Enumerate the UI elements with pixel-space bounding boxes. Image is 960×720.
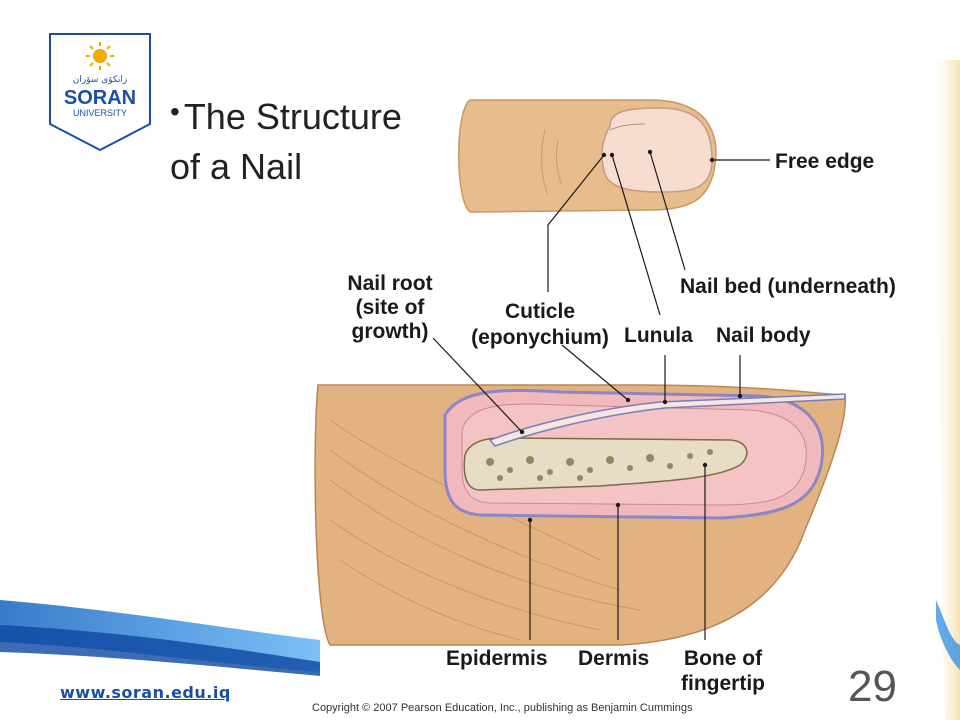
label-bone-2: fingertip: [681, 672, 765, 695]
finger-cross-section: [314, 384, 847, 646]
bullet-icon: •: [170, 96, 180, 127]
label-epidermis: Epidermis: [446, 647, 548, 670]
label-nail-body: Nail body: [716, 324, 811, 347]
logo-subtitle: UNIVERSITY: [73, 108, 127, 118]
label-nail-root-3: growth): [352, 320, 429, 343]
label-free-edge: Free edge: [775, 150, 874, 173]
label-nail-root-1: Nail root: [347, 272, 432, 295]
logo-arabic-text: زانكۆی سۆران: [73, 75, 128, 85]
label-dermis: Dermis: [578, 647, 649, 670]
page-number: 29: [848, 662, 897, 711]
soran-university-logo: زانكۆی سۆران SORAN UNIVERSITY: [49, 33, 151, 152]
copyright-notice: Copyright © 2007 Pearson Education, Inc.…: [312, 702, 693, 714]
slide-title: •The Structure of a Nail: [170, 96, 402, 188]
logo-name: SORAN: [64, 87, 136, 109]
label-lunula: Lunula: [624, 324, 693, 347]
label-nail-root-2: (site of: [356, 296, 426, 319]
finger-top-view: [458, 99, 717, 213]
university-website-link[interactable]: www.soran.edu.iq: [60, 683, 231, 702]
label-bone-1: Bone of: [684, 647, 763, 670]
label-nail-bed: Nail bed (underneath): [680, 275, 896, 298]
label-cuticle-1: Cuticle: [505, 300, 575, 323]
sun-icon: [86, 42, 114, 70]
leader-lines: [432, 151, 770, 640]
label-cuticle-2: (eponychium): [471, 326, 609, 349]
